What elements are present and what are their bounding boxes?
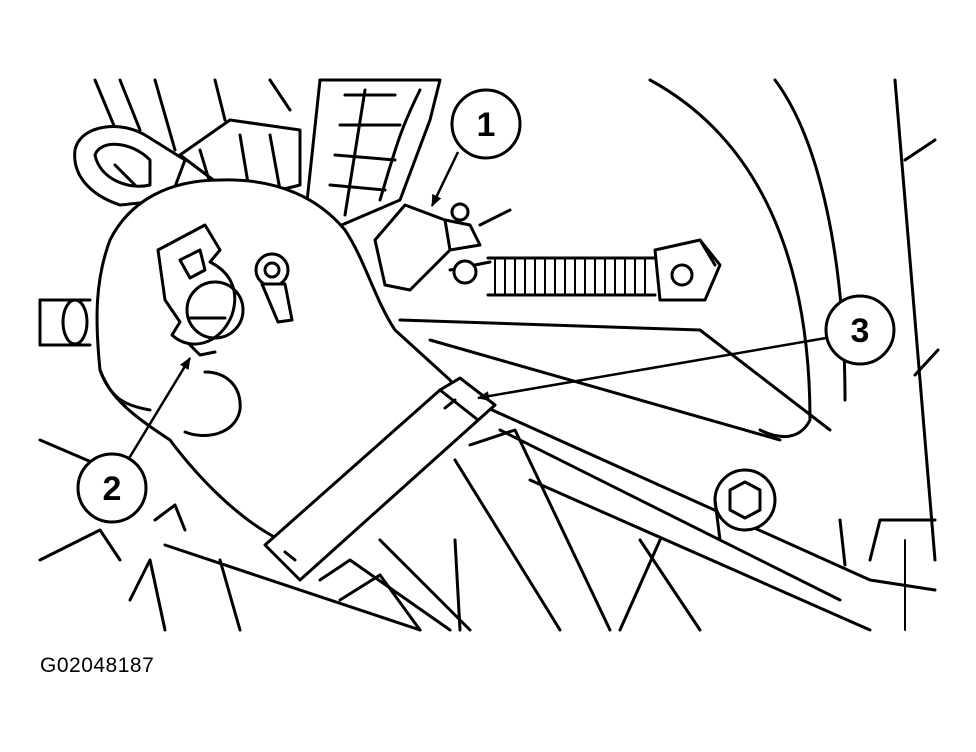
upper-linkage bbox=[178, 78, 442, 232]
callout-3: 3 bbox=[824, 294, 896, 366]
figure-id-label: G02048187 bbox=[40, 654, 155, 677]
callout-1: 1 bbox=[450, 88, 522, 160]
ring-terminal bbox=[254, 252, 294, 324]
lever-arm bbox=[73, 125, 187, 207]
svg-text:3: 3 bbox=[851, 312, 870, 350]
leader-line-1 bbox=[430, 151, 460, 207]
leader-line-2 bbox=[126, 357, 192, 461]
leader-line-3 bbox=[477, 336, 827, 402]
mounting-bolt bbox=[713, 468, 777, 542]
keyed-shaft bbox=[156, 223, 245, 357]
svg-text:2: 2 bbox=[103, 470, 122, 508]
tension-spring bbox=[448, 208, 722, 302]
control-rod bbox=[318, 428, 612, 632]
switch-block bbox=[373, 202, 482, 292]
callout-2: 2 bbox=[76, 452, 148, 524]
svg-text:1: 1 bbox=[477, 106, 496, 144]
